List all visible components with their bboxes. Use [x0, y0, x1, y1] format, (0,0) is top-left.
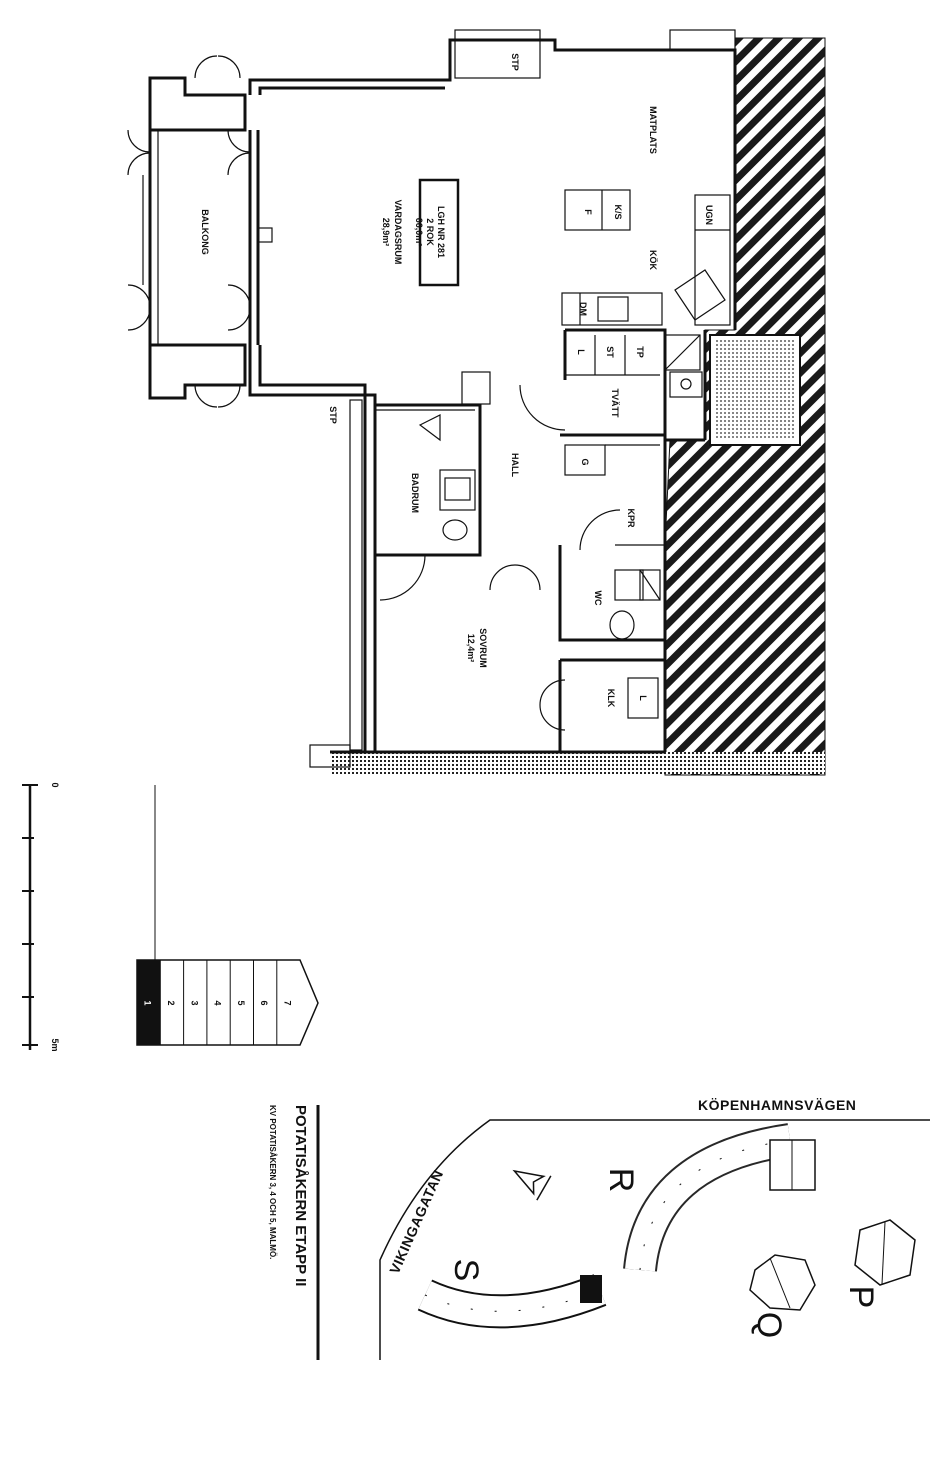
room-sovrum: SOVRUM: [478, 628, 488, 668]
fixture-g: G: [580, 458, 590, 465]
floor-indicator: 1 2 3 4 5 6 7: [136, 785, 319, 1046]
fixture-f: F: [583, 209, 593, 215]
bottom-wall-strip: [330, 752, 825, 774]
fixture-stp-left: STP: [328, 406, 338, 424]
scale-start-label: 0: [50, 782, 60, 787]
fixture-stp-top: STP: [510, 53, 520, 71]
room-vardagsrum-area: 28,9m²: [381, 218, 391, 247]
floor-number-label: 5: [236, 1000, 246, 1005]
scale-end-label: 5m: [50, 1038, 60, 1051]
site-plan: KÖPENHAMNSVÄGEN VIKINGAGATAN R S P Q: [379, 1097, 930, 1360]
north-arrow-icon: [512, 1169, 552, 1201]
current-floor-fill: [137, 960, 161, 1045]
room-sovrum-area: 12,4m²: [466, 634, 476, 663]
fixture-ks: K/S: [613, 204, 623, 219]
apartment-number: LGH NR 281: [436, 206, 446, 258]
block-r-label: R: [602, 1168, 640, 1193]
apartment-walls: [248, 29, 737, 768]
street-kopenhamnsvagen: KÖPENHAMNSVÄGEN: [698, 1097, 856, 1113]
project-title: POTATISÅKERN ETAPP II: [292, 1105, 309, 1286]
fixture-l: L: [576, 349, 586, 355]
floor-number-label: 7: [282, 1000, 292, 1005]
highlighted-unit: [580, 1275, 602, 1303]
room-wc: WC: [593, 591, 603, 606]
block-s-label: S: [447, 1259, 485, 1282]
floor-number-label: 4: [213, 1000, 223, 1005]
exterior-hatch: [664, 37, 826, 776]
room-klk: KLK: [606, 689, 616, 708]
apartment-id-box: [418, 178, 460, 287]
floor-number-label: 3: [189, 1000, 199, 1005]
fixture-dm: DM: [578, 302, 588, 316]
fixture-ugn: UGN: [704, 205, 714, 225]
room-labels: MATPLATS VARDAGSRUM 28,9m² BALKONG KÖK T…: [200, 106, 658, 708]
apartment-area: 66,0m²: [414, 218, 424, 247]
room-vardagsrum: VARDAGSRUM: [393, 200, 403, 265]
room-badrum: BADRUM: [410, 473, 420, 513]
room-hall: HALL: [510, 453, 520, 477]
apartment-id-text: LGH NR 281 2 ROK 66,0m²: [414, 206, 446, 258]
room-balkong: BALKONG: [200, 209, 210, 255]
project-title-block: POTATISÅKERN ETAPP II KV POTATISÅKERN 3,…: [268, 1105, 320, 1360]
room-kpr: KPR: [626, 508, 636, 528]
floor-cells: 1 2 3 4 5 6 7: [137, 960, 292, 1045]
fixture-st: ST: [605, 346, 615, 358]
fixture-labels: STP STP K/S F UGN DM L ST TP G L: [328, 53, 714, 701]
floor-number-label: 2: [166, 1000, 176, 1005]
fixture-tp: TP: [635, 346, 645, 358]
balcony: [127, 55, 273, 408]
block-q-label: Q: [750, 1312, 788, 1338]
room-kok: KÖK: [648, 250, 658, 271]
street-vikingagatan: VIKINGAGATAN: [386, 1167, 446, 1276]
apartment-rooms: 2 ROK: [425, 218, 435, 246]
floor-number-label: 1: [143, 1000, 153, 1005]
block-p-label: P: [842, 1286, 880, 1309]
fixture-klk-l: L: [638, 695, 648, 701]
interior-walls: [375, 189, 731, 752]
room-matplats: MATPLATS: [648, 106, 658, 154]
scale-bar: 0 5m: [22, 782, 60, 1052]
floor-number-label: 6: [259, 1000, 269, 1005]
room-tvatt: TVÄTT: [610, 389, 620, 418]
project-subtitle: KV POTATISÅKERN 3, 4 OCH 5, MALMÖ.: [268, 1105, 277, 1259]
